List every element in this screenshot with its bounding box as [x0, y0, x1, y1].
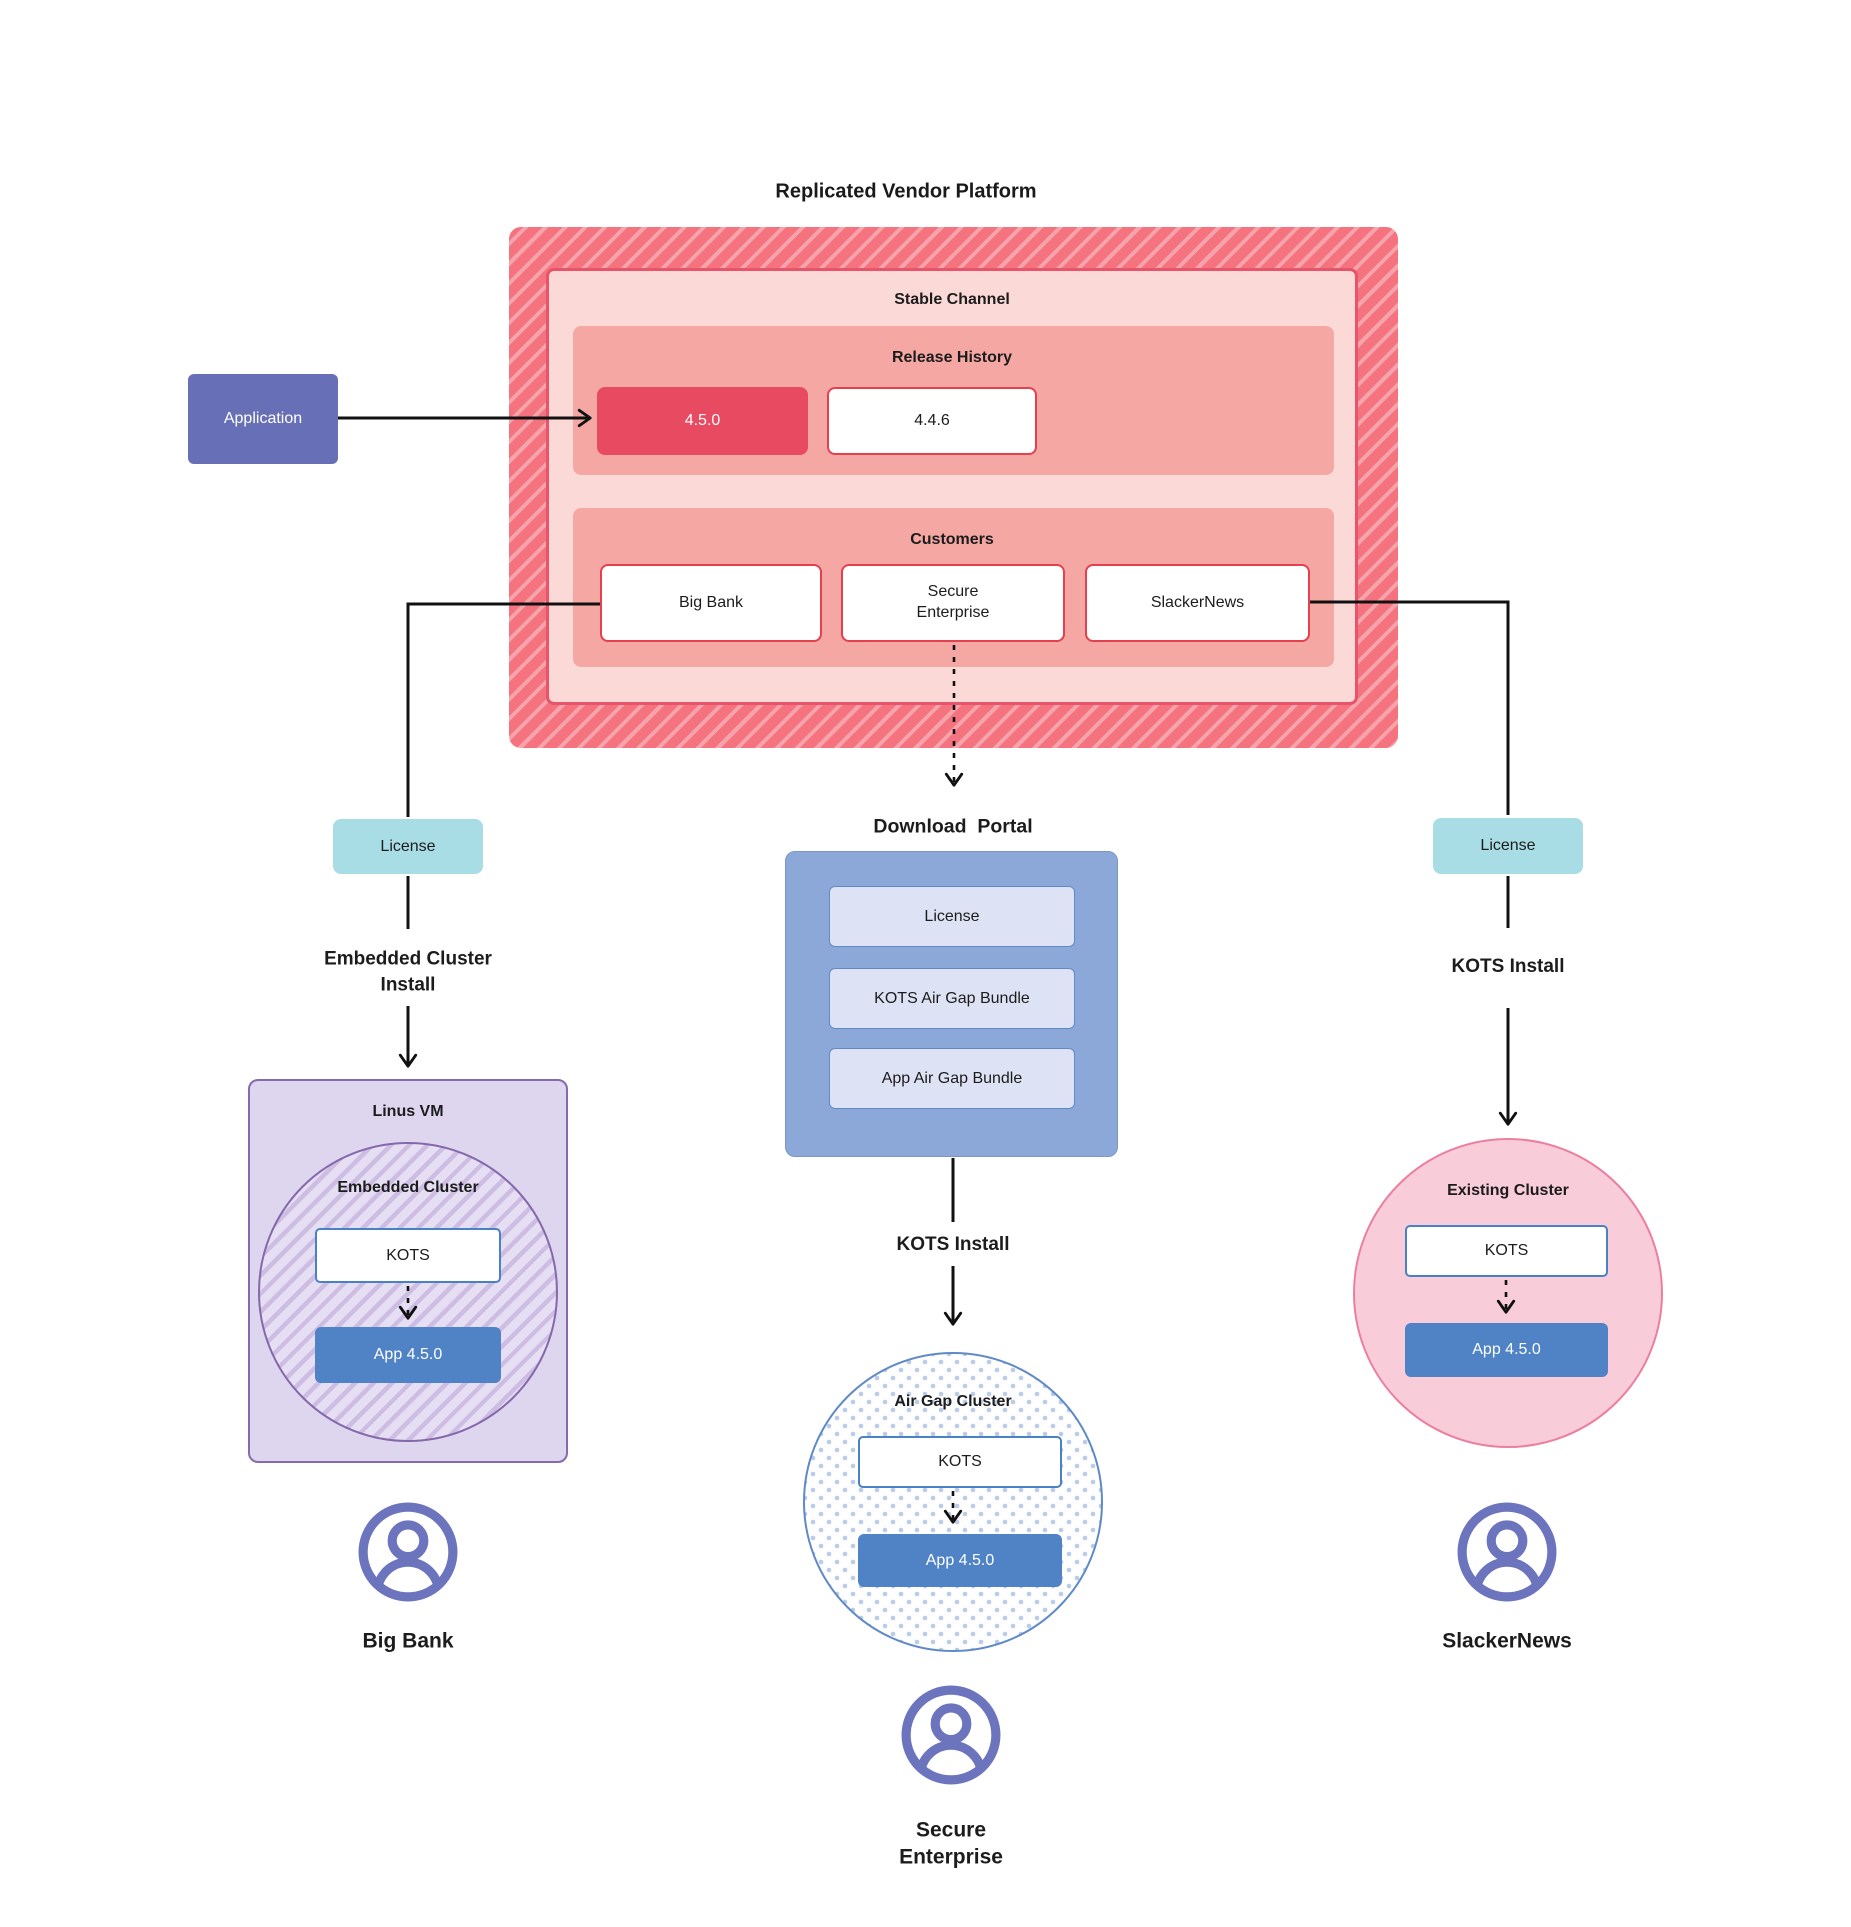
- big-bank-user-label: Big Bank: [362, 1629, 454, 1653]
- slackernews-user-label: SlackerNews: [1442, 1629, 1572, 1653]
- customers-label: Customers: [910, 531, 994, 548]
- person-icon: [901, 1685, 1001, 1785]
- middle-app-box: App 4.5.0: [858, 1534, 1062, 1587]
- release-4-4-6: 4.4.6: [827, 387, 1037, 455]
- middle-kots-install-label: KOTS Install: [896, 1234, 1010, 1256]
- person-icon: [1457, 1502, 1557, 1602]
- existing-cluster-circle: [1353, 1138, 1663, 1448]
- right-license-box: License: [1433, 818, 1583, 874]
- left-license-box: License: [333, 819, 483, 874]
- stable-channel-label: Stable Channel: [894, 291, 1010, 308]
- customer-slackernews: SlackerNews: [1085, 564, 1310, 642]
- download-portal-label: Download Portal: [873, 815, 1033, 838]
- customer-big-bank-label: Big Bank: [678, 593, 744, 611]
- middle-kots-box: KOTS: [858, 1436, 1062, 1488]
- air-gap-cluster-label: Air Gap Cluster: [894, 1393, 1012, 1410]
- person-icon: [358, 1502, 458, 1602]
- existing-cluster-label: Existing Cluster: [1447, 1182, 1569, 1199]
- linus-vm-label: Linus VM: [372, 1103, 444, 1120]
- portal-license-item: License: [829, 886, 1075, 947]
- right-kots-install-label: KOTS Install: [1451, 956, 1565, 978]
- secure-enterprise-user-icon: [900, 1684, 1002, 1786]
- customer-secure-enterprise: Secure Enterprise: [841, 564, 1065, 642]
- diagram-title: Replicated Vendor Platform: [775, 180, 1037, 203]
- portal-kots-bundle-item: KOTS Air Gap Bundle: [829, 968, 1075, 1029]
- customer-big-bank: Big Bank: [600, 564, 822, 642]
- slackernews-user-icon: [1456, 1501, 1558, 1603]
- portal-app-bundle-item: App Air Gap Bundle: [829, 1048, 1075, 1109]
- big-bank-user-icon: [357, 1501, 459, 1603]
- release-4-5-0: 4.5.0: [597, 387, 808, 455]
- customer-slackernews-label: SlackerNews: [1150, 593, 1245, 611]
- release-history-label: Release History: [891, 349, 1013, 366]
- secure-enterprise-user-label: Secure Enterprise: [899, 1818, 1003, 1869]
- embedded-cluster-label: Embedded Cluster: [337, 1179, 479, 1196]
- customer-secure-enterprise-label: Secure Enterprise: [916, 583, 990, 621]
- embedded-cluster-install-label: Embedded Cluster Install: [324, 948, 492, 995]
- right-kots-box: KOTS: [1405, 1225, 1608, 1277]
- left-kots-box: KOTS: [315, 1228, 501, 1283]
- right-app-box: App 4.5.0: [1405, 1323, 1608, 1377]
- left-app-box: App 4.5.0: [315, 1327, 501, 1383]
- application-box: Application: [188, 374, 338, 464]
